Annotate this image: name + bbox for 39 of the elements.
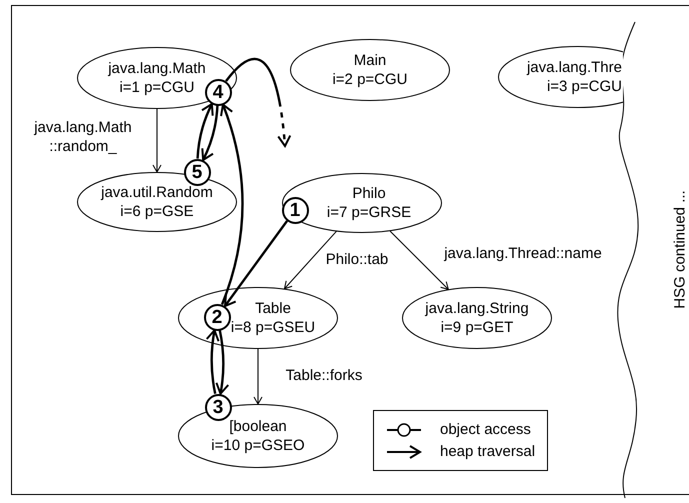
object-info: i=9 p=GET: [440, 318, 514, 337]
class-name: [boolean: [229, 417, 287, 436]
traversal-arrow: [225, 58, 292, 147]
reference-arrow: [152, 108, 162, 172]
class-name: java.lang.Thre: [526, 58, 622, 77]
object-ellipse: [178, 287, 338, 349]
edge-label: java.lang.Math ::random_: [32, 118, 133, 156]
object-info: i=3 p=CGU: [546, 77, 622, 96]
traversal-arrow: [215, 330, 230, 395]
traversal-arrow: [196, 103, 214, 159]
object-ellipse: [77, 47, 237, 109]
class-name: java.lang.String: [425, 299, 529, 318]
reference-arrow: [254, 348, 262, 404]
traversal-arrow: [201, 105, 219, 161]
edge-label: java.lang.Thread::name: [442, 244, 603, 263]
traversal-arrow: [206, 329, 220, 394]
reference-arrow: [284, 230, 337, 290]
object-info: i=8 p=GSEU: [230, 318, 316, 337]
object-info: i=2 p=CGU: [332, 70, 408, 89]
reference-arrow: [390, 230, 449, 290]
object-ellipse: [402, 287, 552, 349]
edge-label: Philo::tab: [324, 250, 390, 269]
class-name: java.lang.Math: [108, 59, 206, 78]
class-name: java.util.Random: [101, 183, 213, 202]
class-name: Table: [255, 299, 291, 318]
object-info: i=1 p=CGU: [119, 78, 195, 97]
object-ellipse: [290, 39, 450, 101]
object-info: i=6 p=GSE: [120, 202, 194, 221]
object-info: i=10 p=GSEO: [211, 436, 305, 455]
traversal-arrow: [220, 104, 244, 305]
object-info: i=7 p=GRSE: [326, 203, 412, 222]
class-name: Philo: [352, 184, 386, 203]
traversal-arrow: [224, 220, 288, 308]
legend-text: heap traversal: [440, 442, 536, 461]
legend-text: object access: [440, 420, 531, 439]
edge-label: Table::forks: [284, 366, 364, 385]
class-name: Main: [354, 51, 386, 70]
continuation-note: HSG continued ...: [670, 189, 689, 311]
object-ellipse: [282, 173, 442, 233]
